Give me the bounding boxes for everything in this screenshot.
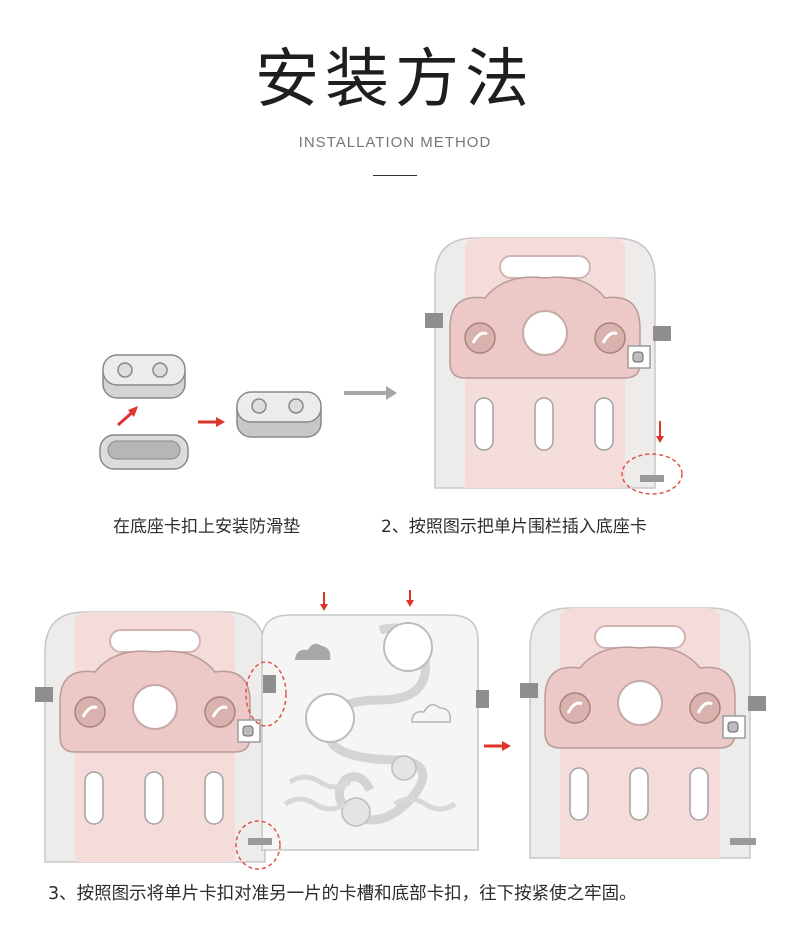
step3-result-panel [518, 606, 768, 860]
step2-illustration [423, 236, 683, 495]
step3-arrow [484, 741, 511, 751]
title-divider [373, 175, 417, 176]
page-subtitle: INSTALLATION METHOD [298, 134, 492, 151]
page-title: 安装方法 [255, 43, 535, 117]
step1-illustration [99, 354, 397, 470]
step3-left-panel [33, 610, 283, 864]
step2-caption: 2、按照图示把单片围栏插入底座卡 [381, 517, 647, 537]
step1-caption: 在底座卡扣上安装防滑垫 [113, 517, 300, 537]
step3-middle-panel [235, 590, 489, 870]
step3-caption: 3、按照图示将单片卡扣对准另一片的卡槽和底部卡扣，往下按紧使之牢固。 [48, 884, 637, 904]
